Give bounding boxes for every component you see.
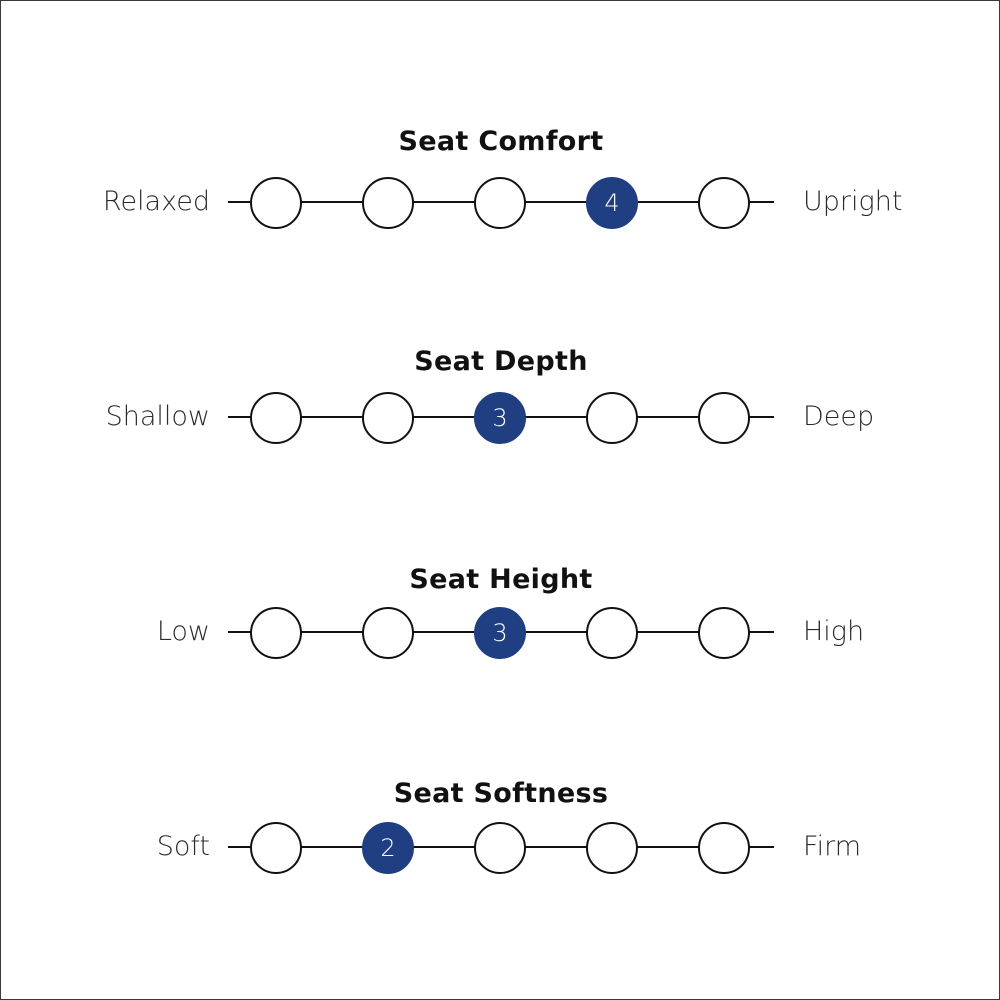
rating-option-3[interactable]: 3: [474, 392, 526, 444]
rating-option-1[interactable]: [250, 392, 302, 444]
rating-option-5[interactable]: [698, 822, 750, 874]
rating-option-1[interactable]: [250, 822, 302, 874]
rating-option-4[interactable]: [586, 822, 638, 874]
rating-option-2[interactable]: [362, 392, 414, 444]
rating-option-4[interactable]: 4: [586, 177, 638, 229]
scale-title: Seat Height: [409, 564, 593, 595]
scale-right-label: Deep: [803, 401, 875, 432]
scale-seat-depth: Seat Depth Shallow Deep 3: [1, 344, 1000, 484]
scale-title: Seat Comfort: [398, 126, 604, 157]
scale-right-label: Upright: [803, 186, 903, 217]
rating-option-2[interactable]: [362, 607, 414, 659]
scale-seat-height: Seat Height Low High 3: [1, 562, 1000, 702]
scale-title: Seat Depth: [414, 346, 588, 377]
rating-option-3[interactable]: [474, 822, 526, 874]
scale-title: Seat Softness: [393, 778, 609, 809]
rating-option-5[interactable]: [698, 607, 750, 659]
scale-right-label: Firm: [803, 831, 861, 862]
rating-option-5[interactable]: [698, 177, 750, 229]
rating-option-4[interactable]: [586, 392, 638, 444]
scale-seat-softness: Seat Softness Soft Firm 2: [1, 776, 1000, 916]
rating-option-1[interactable]: [250, 607, 302, 659]
scale-left-label: Relaxed: [102, 186, 210, 217]
scale-left-label: Shallow: [105, 401, 210, 432]
scale-seat-comfort: Seat Comfort Relaxed Upright 4: [1, 124, 1000, 264]
scale-right-label: High: [803, 616, 865, 647]
rating-option-2[interactable]: 2: [362, 822, 414, 874]
rating-option-5[interactable]: [698, 392, 750, 444]
rating-option-3[interactable]: [474, 177, 526, 229]
rating-option-2[interactable]: [362, 177, 414, 229]
rating-option-3[interactable]: 3: [474, 607, 526, 659]
rating-option-4[interactable]: [586, 607, 638, 659]
rating-option-1[interactable]: [250, 177, 302, 229]
scale-left-label: Low: [156, 616, 210, 647]
scale-left-label: Soft: [156, 831, 210, 862]
